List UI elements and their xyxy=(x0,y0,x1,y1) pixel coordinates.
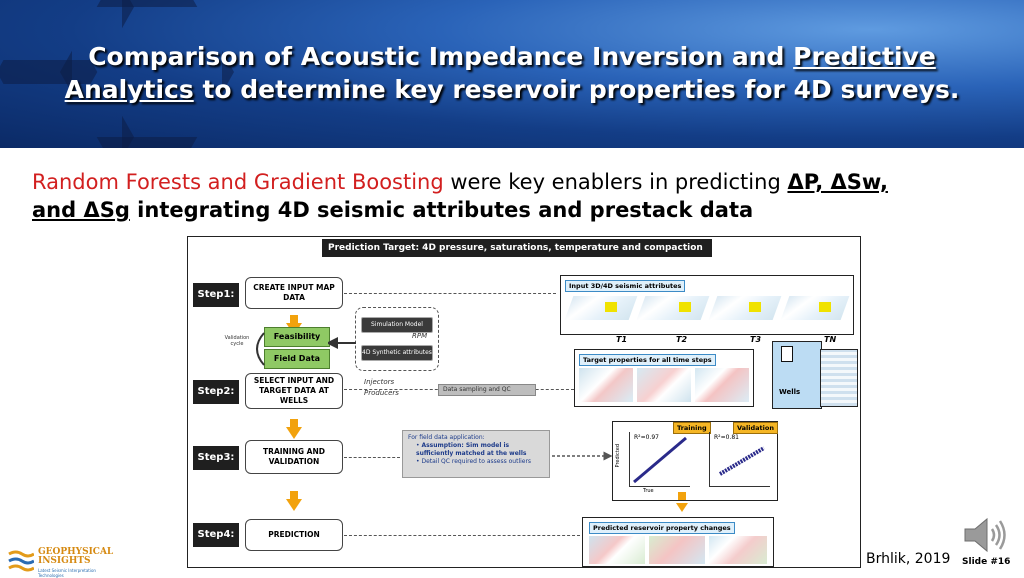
validation-tag: Validation xyxy=(733,422,778,434)
attribute-highlight xyxy=(749,302,761,312)
workflow-diagram: Prediction Target: 4D pressure, saturati… xyxy=(187,236,861,568)
training-scatter-points xyxy=(633,436,687,484)
logo-mark-icon xyxy=(8,550,34,572)
down-arrow-icon xyxy=(286,491,302,511)
predicted-properties-panel: Predicted reservoir property changes xyxy=(582,517,774,567)
seismic-map xyxy=(636,296,710,320)
connector-step3 xyxy=(344,457,400,458)
validation-scatter: R²=0.81 xyxy=(709,432,770,487)
target-map xyxy=(695,368,749,402)
target-properties-tag: Target properties for all time steps xyxy=(579,354,716,366)
well-zoom-box xyxy=(781,346,793,362)
target-properties-panel: Target properties for all time steps xyxy=(574,349,754,407)
r2-validation: R²=0.81 xyxy=(714,434,739,441)
predicted-map xyxy=(709,536,767,564)
note-bullet-1: • Assumption: Sim model is sufficiently … xyxy=(416,442,527,457)
down-arrow-icon xyxy=(286,419,302,439)
true-axis-label: True xyxy=(643,488,654,494)
title-predictive: Predictive xyxy=(793,42,936,71)
author-citation: Brhlik, 2019 xyxy=(866,551,951,567)
note-title: For field data application: xyxy=(408,434,485,441)
note-bullet-1-text: Assumption: Sim model is sufficiently ma… xyxy=(416,442,527,457)
injectors-label: Injectors xyxy=(364,378,395,386)
title-analytics: Analytics xyxy=(64,75,194,104)
note-bullet-2-text: Detail QC required to assess outliers xyxy=(421,458,532,465)
slide-subtitle: Random Forests and Gradient Boosting wer… xyxy=(32,168,1012,224)
left-arrow-icon xyxy=(328,337,356,349)
connector-step4 xyxy=(344,535,580,536)
predicted-properties-tag: Predicted reservoir property changes xyxy=(589,522,735,534)
step4-box: PREDICTION xyxy=(245,519,343,551)
target-map xyxy=(637,368,691,402)
predicted-axis-label: Predicted xyxy=(615,444,621,468)
time-label-tn: TN xyxy=(824,335,837,344)
validation-scatter-points xyxy=(718,446,766,476)
time-label-t3: T3 xyxy=(750,335,762,344)
attribute-highlight xyxy=(679,302,691,312)
logo-tagline: Latest Seismic Interpretation Technologi… xyxy=(38,568,96,578)
attribute-highlight xyxy=(605,302,617,312)
logo-line-1: GEOPHYSICAL xyxy=(38,547,114,557)
feasibility-box: Feasibility xyxy=(264,327,330,347)
diagram-header: Prediction Target: 4D pressure, saturati… xyxy=(322,239,712,271)
target-map xyxy=(579,368,633,402)
cycle-arrow-icon xyxy=(256,332,265,366)
note-bullet-2: • Detail QC required to assess outliers xyxy=(416,458,532,465)
training-validation-panel: Training Validation R²=0.97 R²=0.81 Pred… xyxy=(612,421,778,501)
subtitle-highlight: Random Forests and Gradient Boosting xyxy=(32,170,444,194)
right-arrow-icon xyxy=(552,451,613,461)
step2-tag: Step2: xyxy=(193,380,239,404)
field-data-note: For field data application: • Assumption… xyxy=(402,430,550,478)
step3-box: TRAINING AND VALIDATION xyxy=(245,440,343,474)
simulation-group xyxy=(355,307,439,371)
predicted-map xyxy=(589,536,645,564)
time-label-t2: T2 xyxy=(676,335,688,344)
data-sampling-box: Data sampling and QC xyxy=(438,384,536,396)
seismic-map xyxy=(780,296,850,320)
step4-tag: Step4: xyxy=(193,523,239,547)
speaker-icon[interactable] xyxy=(961,515,1011,555)
down-arrow-icon xyxy=(676,492,688,512)
wells-label: Wells xyxy=(779,388,801,396)
field-data-box: Field Data xyxy=(264,349,330,369)
input-attributes-panel: Input 3D/4D seismic attributes xyxy=(560,275,854,335)
slide-title: Comparison of Acoustic Impedance Inversi… xyxy=(20,40,1004,106)
validation-cycle-note: Validation cycle xyxy=(224,335,250,347)
synthetic-attributes-box: 4D Synthetic attributes xyxy=(361,345,433,361)
step2-box: SELECT INPUT AND TARGET DATA AT WELLS xyxy=(245,373,343,409)
seismic-map xyxy=(564,296,638,320)
step1-tag: Step1: xyxy=(193,283,239,307)
title-banner: Comparison of Acoustic Impedance Inversi… xyxy=(0,0,1024,148)
training-tag: Training xyxy=(673,422,711,434)
connector-step1 xyxy=(344,293,556,294)
subtitle-text: were key enablers in predicting xyxy=(443,170,788,194)
rpm-label: RPM xyxy=(412,332,428,340)
step3-tag: Step3: xyxy=(193,446,239,470)
subtitle-delta-sg: and ΔSg xyxy=(32,198,130,222)
subtitle-deltas: ΔP, ΔSw, xyxy=(787,170,888,194)
producers-label: Producers xyxy=(364,389,399,397)
predicted-map xyxy=(649,536,705,564)
wells-zoom-panel xyxy=(820,349,858,407)
r2-training: R²=0.97 xyxy=(634,434,659,441)
slide-number: Slide #16 xyxy=(962,557,1011,567)
logo-line-2: INSIGHTS xyxy=(38,556,91,566)
input-attributes-tag: Input 3D/4D seismic attributes xyxy=(565,280,686,292)
subtitle-rest: integrating 4D seismic attributes and pr… xyxy=(129,198,754,222)
title-text-2: to determine key reservoir properties fo… xyxy=(193,75,960,104)
simulation-model-box: Simulation Model xyxy=(361,317,433,333)
attribute-highlight xyxy=(819,302,831,312)
training-scatter: R²=0.97 xyxy=(629,432,690,487)
seismic-map xyxy=(708,296,782,320)
step1-box: CREATE INPUT MAP DATA xyxy=(245,277,343,309)
time-label-t1: T1 xyxy=(616,335,628,344)
wells-panel: Wells xyxy=(772,341,822,409)
title-text: Comparison of Acoustic Impedance Inversi… xyxy=(88,42,794,71)
